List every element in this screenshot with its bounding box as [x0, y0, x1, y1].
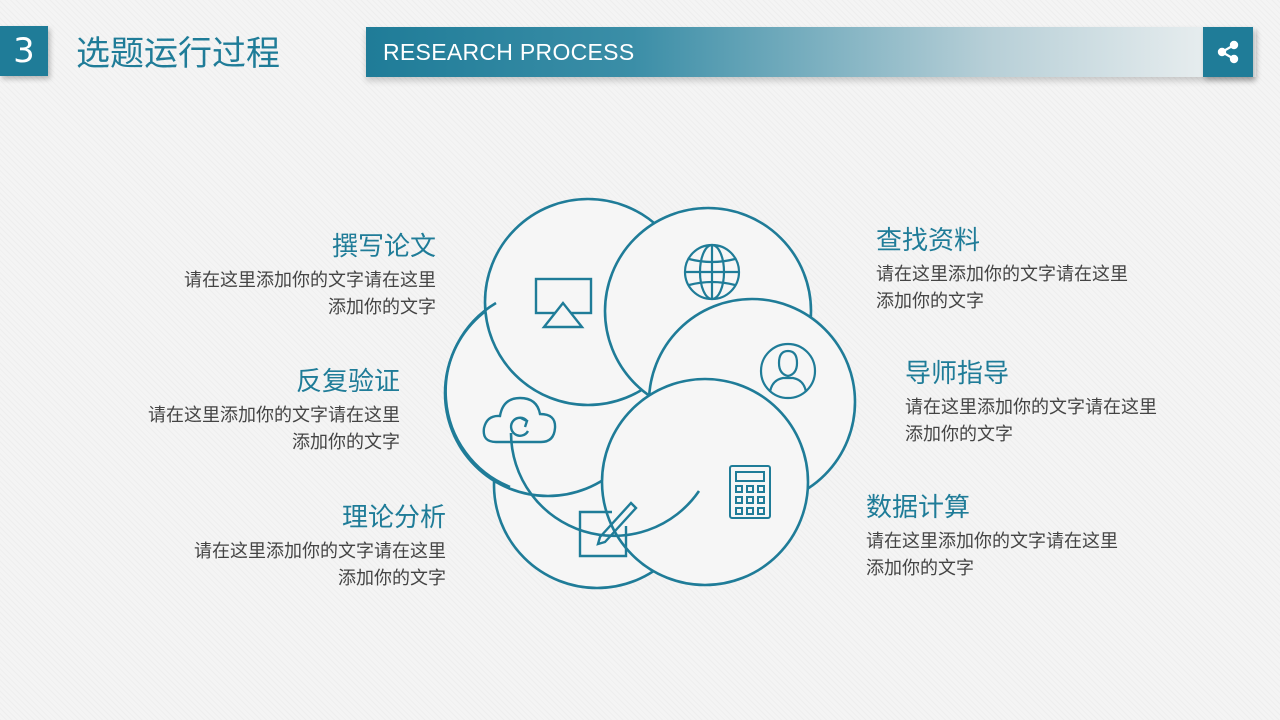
desc-line: 请在这里添加你的文字请在这里 [148, 405, 400, 426]
monitor-icon [534, 277, 593, 329]
step-description: 请在这里添加你的文字请在这里 添加你的文字 [56, 267, 436, 321]
step-verify: 反复验证 请在这里添加你的文字请在这里 添加你的文字 [20, 364, 400, 456]
desc-line: 添加你的文字 [292, 432, 400, 453]
share-icon [1217, 40, 1239, 64]
step-description: 请在这里添加你的文字请在这里 添加你的文字 [876, 261, 1256, 315]
calculator-icon [729, 465, 771, 519]
cloud-refresh-icon [482, 396, 557, 444]
share-button[interactable] [1203, 27, 1253, 77]
step-research: 查找资料 请在这里添加你的文字请在这里 添加你的文字 [876, 223, 1256, 315]
step-writing: 撰写论文 请在这里添加你的文字请在这里 添加你的文字 [56, 229, 436, 321]
step-title: 导师指导 [905, 359, 1010, 389]
desc-line: 请在这里添加你的文字请在这里 [184, 270, 436, 291]
desc-line: 请在这里添加你的文字请在这里 [194, 541, 446, 562]
step-title: 撰写论文 [331, 232, 436, 262]
step-mentor: 导师指导 请在这里添加你的文字请在这里 添加你的文字 [905, 356, 1280, 448]
desc-line: 请在这里添加你的文字请在这里 [905, 397, 1157, 418]
step-data: 数据计算 请在这里添加你的文字请在这里 添加你的文字 [866, 490, 1246, 582]
step-title: 数据计算 [866, 493, 971, 523]
step-description: 请在这里添加你的文字请在这里 添加你的文字 [866, 528, 1246, 582]
globe-icon [683, 243, 741, 301]
banner-text: RESEARCH PROCESS [383, 39, 635, 65]
step-description: 请在这里添加你的文字请在这里 添加你的文字 [66, 538, 446, 592]
circle-data [600, 377, 810, 587]
desc-line: 添加你的文字 [905, 424, 1013, 445]
step-title: 反复验证 [295, 367, 400, 397]
page-title: 选题运行过程 [76, 34, 280, 74]
arc-theory [509, 432, 701, 538]
user-icon [759, 342, 817, 400]
desc-line: 请在这里添加你的文字请在这里 [876, 264, 1128, 285]
step-title: 理论分析 [341, 503, 446, 533]
desc-line: 添加你的文字 [338, 568, 446, 589]
desc-line: 添加你的文字 [866, 558, 974, 579]
desc-line: 添加你的文字 [328, 297, 436, 318]
edit-icon [578, 501, 638, 558]
desc-line: 添加你的文字 [876, 291, 984, 312]
step-description: 请在这里添加你的文字请在这里 添加你的文字 [20, 402, 400, 456]
step-description: 请在这里添加你的文字请在这里 添加你的文字 [905, 394, 1280, 448]
step-theory: 理论分析 请在这里添加你的文字请在这里 添加你的文字 [66, 500, 446, 592]
title-banner: RESEARCH PROCESS [366, 27, 1256, 77]
arc-verify [444, 301, 511, 489]
step-title: 查找资料 [876, 226, 981, 256]
desc-line: 请在这里添加你的文字请在这里 [866, 531, 1118, 552]
section-number: 3 [0, 26, 48, 76]
